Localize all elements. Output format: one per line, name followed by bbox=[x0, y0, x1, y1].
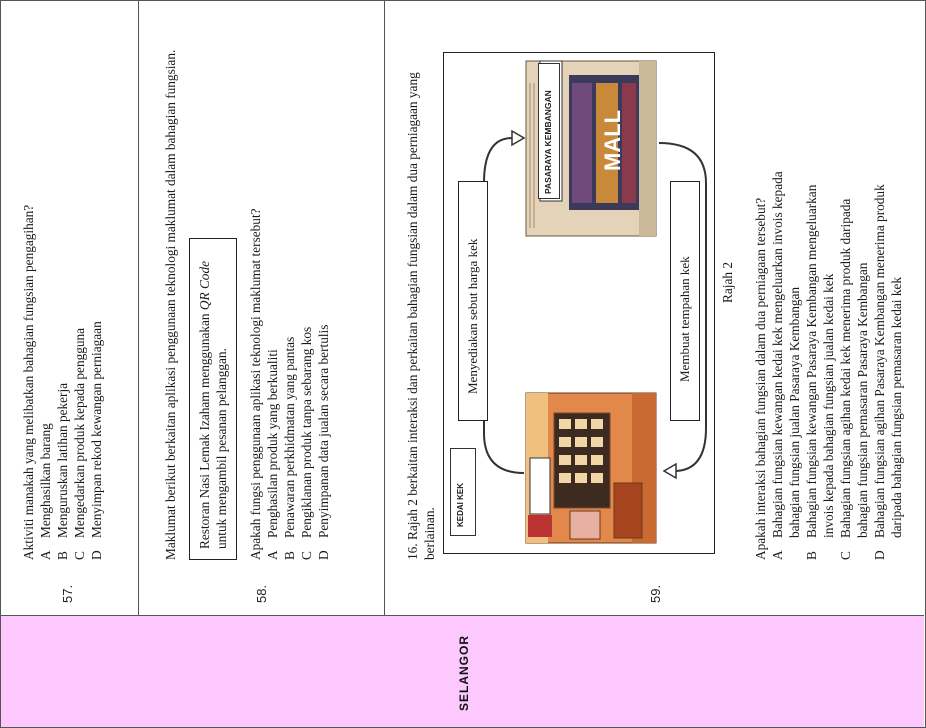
question-59: Apakah interaksi bahagian fungsian dalam… bbox=[752, 150, 912, 560]
question-stem: Apakah interaksi bahagian fungsian dalam… bbox=[753, 197, 768, 560]
arrow-head-icon bbox=[662, 462, 677, 480]
state-band bbox=[1, 615, 924, 727]
column-divider bbox=[138, 0, 139, 615]
diagram-rajah-2: KEDAI KEK PASARAYA KEMBANGAN MALL Menyed… bbox=[443, 52, 715, 554]
question-stem: Aktiviti manakah yang melibatkan bahagia… bbox=[21, 204, 36, 560]
diagram-art bbox=[483, 60, 707, 544]
info-box: Restoran Nasi Lemak Izaham menggunakan Q… bbox=[189, 238, 237, 560]
state-label: SELANGOR bbox=[457, 634, 471, 711]
question-intro: 16. Rajah 2 berkaitan interaksi dan perk… bbox=[405, 72, 437, 560]
question-stem: Apakah fungsi penggunaan aplikasi teknol… bbox=[248, 208, 263, 560]
cake-shop-illustration bbox=[525, 392, 657, 544]
mall-logo-text: MALL bbox=[600, 109, 625, 171]
question-58: Maklumat berikut berkaitan aplikasi peng… bbox=[162, 30, 377, 560]
label-order: Membuat tempahan kek bbox=[670, 181, 700, 421]
question-number-59: 59. bbox=[648, 584, 663, 603]
question-number-58: 58. bbox=[254, 584, 269, 603]
question-number-57: 57. bbox=[60, 584, 75, 603]
question-57: Aktiviti manakah yang melibatkan bahagia… bbox=[20, 30, 130, 560]
diagram-caption: Rajah 2 bbox=[720, 262, 735, 303]
mall-sign: PASARAYA KEMBANGAN bbox=[538, 63, 560, 199]
question-59-intro: 16. Rajah 2 berkaitan interaksi dan perk… bbox=[404, 50, 444, 560]
question-intro: Maklumat berikut berkaitan aplikasi peng… bbox=[163, 49, 178, 560]
column-divider bbox=[384, 0, 385, 615]
row-divider bbox=[0, 615, 924, 616]
arrow-head-icon bbox=[511, 129, 526, 147]
label-quotation: Menyediakan sebut harga kek bbox=[458, 181, 488, 421]
cake-shop-sign: KEDAI KEK bbox=[450, 448, 476, 536]
